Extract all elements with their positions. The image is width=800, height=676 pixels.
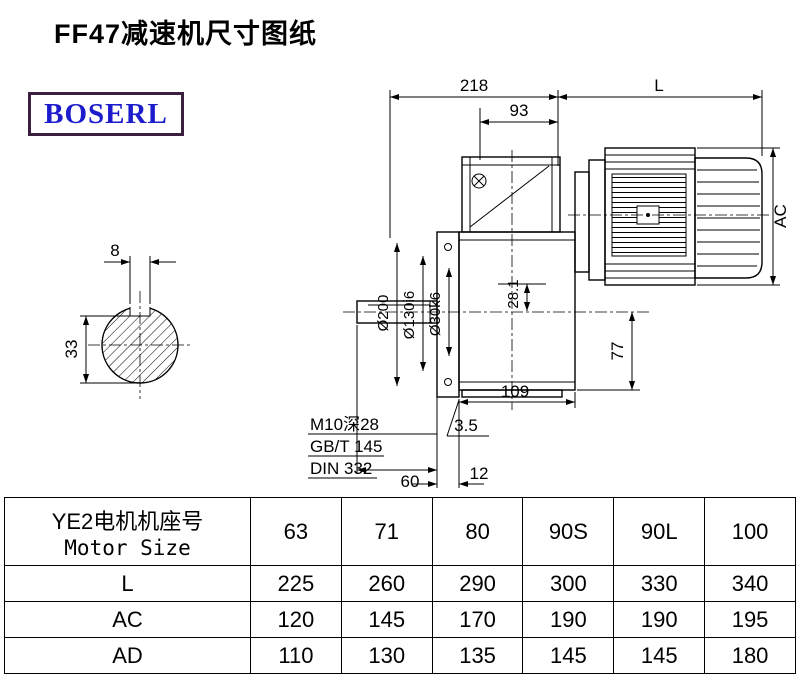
cell-ad-90s: 145	[522, 637, 615, 674]
dim-28-1-label: 28.1	[505, 279, 522, 308]
cell-l-90l: 330	[613, 565, 706, 602]
size-col-100: 100	[704, 497, 796, 566]
dia-200-label: Ø200	[375, 295, 392, 332]
dim-218-label: 218	[460, 76, 488, 95]
row-label-ac: AC	[4, 601, 251, 638]
right-dimensions: AC 77	[577, 147, 790, 391]
cell-ac-90l: 190	[613, 601, 706, 638]
key-width-dimension: 8	[104, 241, 176, 304]
leader-line	[446, 399, 460, 437]
motor-end-cap	[694, 157, 763, 279]
cell-l-90s: 300	[522, 565, 615, 602]
motor-body	[568, 147, 772, 286]
cell-ac-63: 120	[250, 601, 342, 638]
cell-l-63: 225	[250, 565, 342, 602]
table-row-l: L 225 260 290 300 330 340	[4, 565, 796, 602]
table-row-ac: AC 120 145 170 190 190 195	[4, 601, 796, 638]
dim-8-label: 8	[110, 241, 119, 260]
oil-plug	[471, 173, 487, 189]
dim-60-label: 60	[401, 472, 420, 491]
flange-bolt-hole	[444, 378, 452, 386]
cell-ac-90s: 190	[522, 601, 615, 638]
end-cap-fins	[697, 169, 760, 267]
boserl-logo: BOSERL	[28, 92, 184, 136]
cell-ac-80: 170	[431, 601, 524, 638]
cell-l-71: 260	[340, 565, 433, 602]
cell-ac-71: 145	[340, 601, 433, 638]
note-din: DIN 332	[310, 459, 372, 478]
dim-33-label: 33	[62, 340, 81, 359]
boserl-logo-text: BOSERL	[44, 97, 168, 130]
dim-77-label: 77	[608, 342, 627, 361]
motor-adapter	[574, 171, 590, 273]
cell-ac-100: 195	[704, 601, 796, 638]
gearbox-body	[436, 156, 576, 398]
motor-size-label-en: Motor Size	[64, 535, 191, 560]
size-col-90s: 90S	[522, 497, 615, 566]
shaft-section-view: 8 33	[62, 241, 192, 399]
row-label-l: L	[4, 565, 251, 602]
dim-3-5-label: 3.5	[454, 416, 478, 435]
dim-L-label: L	[654, 76, 663, 95]
housing-top	[461, 156, 561, 233]
note-m10: M10深28	[310, 415, 379, 434]
size-col-63: 63	[250, 497, 342, 566]
cell-ad-63: 110	[250, 637, 342, 674]
cell-ad-71: 130	[340, 637, 433, 674]
motor-size-label-cn: YE2电机机座号	[51, 508, 204, 534]
dim-93-label: 93	[510, 101, 529, 120]
top-dimensions: 218 L 93	[389, 76, 763, 238]
table-header-row: YE2电机机座号 Motor Size 63 71 80 90S 90L 100	[4, 497, 796, 566]
cell-ad-80: 135	[431, 637, 524, 674]
motor-fins	[605, 154, 695, 279]
section-height-dimension: 33	[62, 315, 138, 384]
housing-rib	[469, 165, 550, 228]
thread-notes: M10深28 GB/T 145 DIN 332	[308, 323, 438, 479]
page-title: FF47减速机尺寸图纸	[54, 19, 318, 49]
technical-drawing: 8 33 218 L 93	[62, 76, 790, 491]
size-col-80: 80	[431, 497, 524, 566]
dim-12-label: 12	[470, 464, 489, 483]
dia-30-label: Ø30k6	[427, 292, 444, 336]
cell-l-80: 290	[431, 565, 524, 602]
cell-l-100: 340	[704, 565, 796, 602]
flange-bolt-hole	[444, 243, 452, 251]
dim-109-label: 109	[501, 382, 529, 401]
cell-ad-100: 180	[704, 637, 796, 674]
note-gbt: GB/T 145	[310, 437, 382, 456]
table-row-ad: AD 110 130 135 145 145 180	[4, 637, 796, 674]
dia-130-label: Ø130i6	[401, 291, 418, 339]
motor-dimension-table: YE2电机机座号 Motor Size 63 71 80 90S 90L 100…	[4, 497, 796, 674]
size-col-90l: 90L	[613, 497, 706, 566]
row-label-ad: AD	[4, 637, 251, 674]
dim-AC-label: AC	[771, 204, 790, 228]
motor-flange	[588, 159, 606, 281]
bottom-dimensions: 109 3.5 60 12	[356, 325, 576, 491]
size-col-71: 71	[340, 497, 433, 566]
cell-ad-90l: 145	[613, 637, 706, 674]
housing	[458, 231, 576, 391]
diameter-dimensions: Ø200 Ø130i6 Ø30k6 28.1	[375, 243, 546, 386]
motor-size-header-cell: YE2电机机座号 Motor Size	[4, 497, 251, 566]
